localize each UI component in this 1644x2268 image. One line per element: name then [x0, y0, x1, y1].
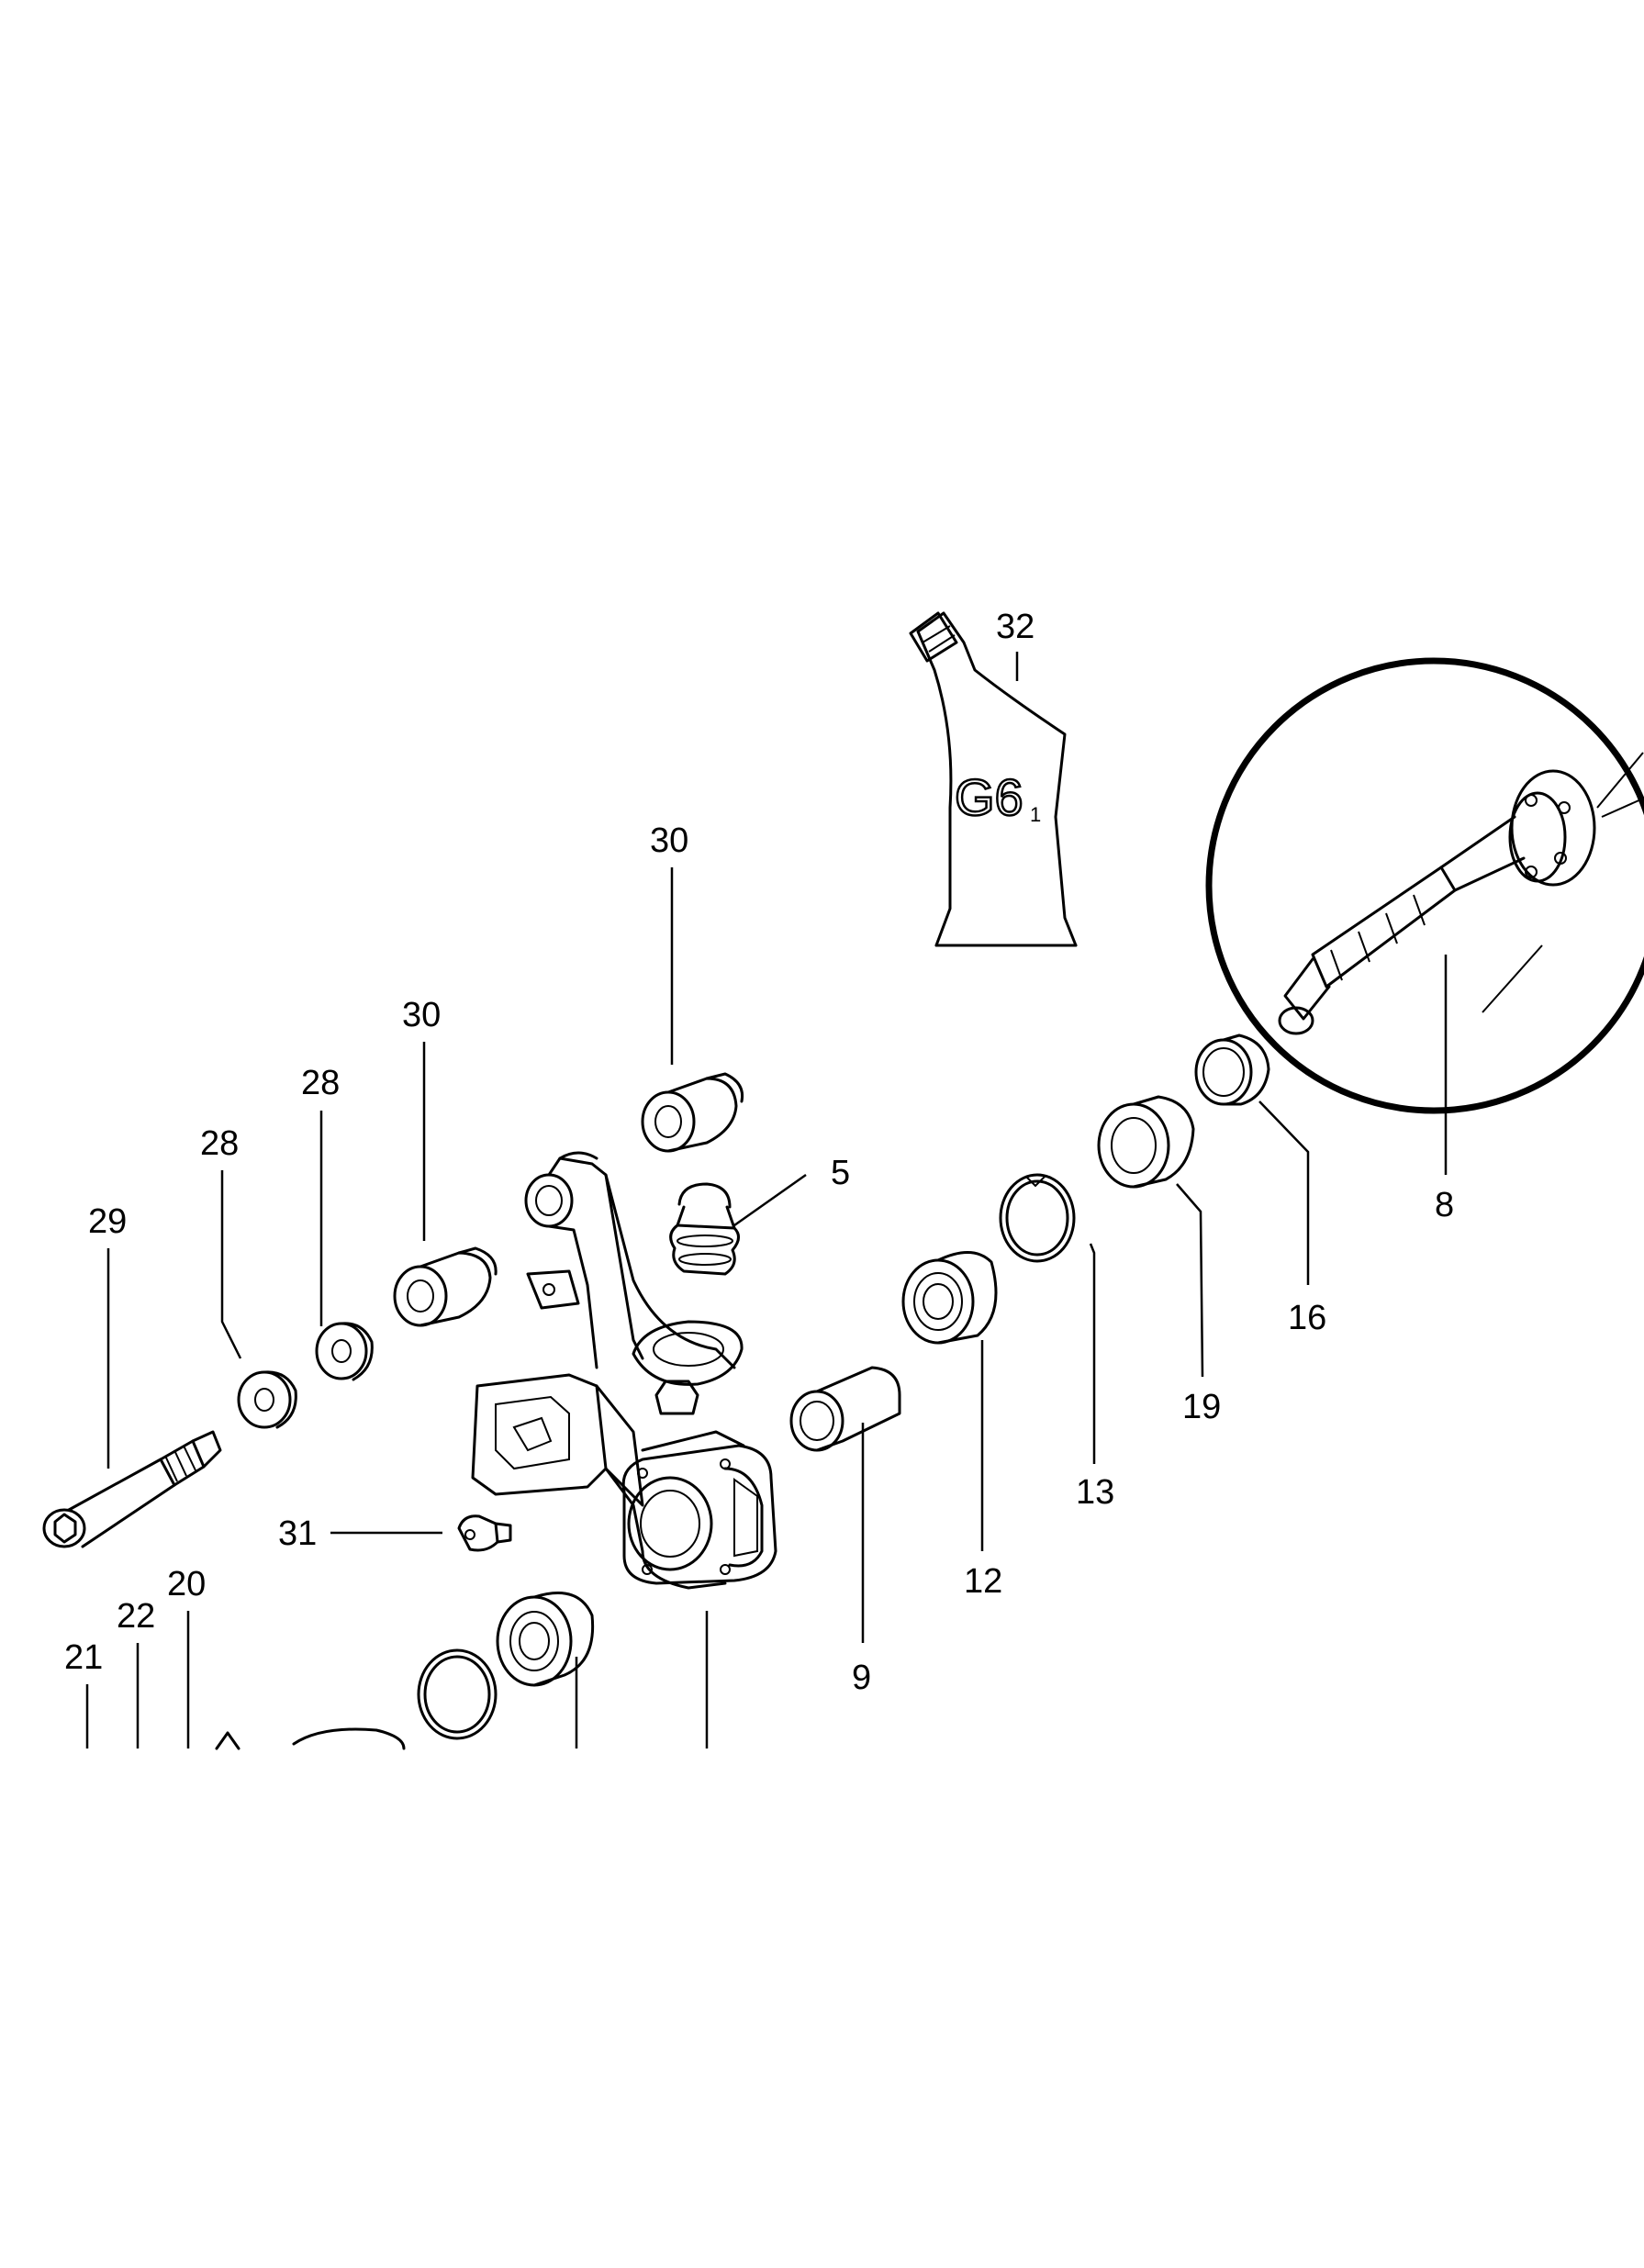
callout-21: 21: [64, 1638, 103, 1677]
callout-28-right: 28: [301, 1064, 340, 1102]
callout-19: 19: [1182, 1388, 1221, 1426]
bump-stop: [669, 1182, 740, 1276]
bearing-lower: [496, 1592, 595, 1687]
circlip-lower: [417, 1648, 498, 1740]
callout-13: 13: [1076, 1473, 1114, 1512]
trailing-arm: [471, 1151, 777, 1590]
callout-5: 5: [831, 1154, 850, 1192]
rubber-mount-left: [393, 1246, 498, 1327]
drive-shaft-detail: [1278, 752, 1644, 1035]
spacer-ring: [1194, 1033, 1270, 1106]
circlip: [999, 1173, 1076, 1263]
callout-30-left: 30: [402, 996, 441, 1034]
grease-tube: G6 1: [909, 611, 1078, 947]
bolt-29: [42, 1430, 222, 1548]
callout-8: 8: [1435, 1186, 1454, 1224]
tube-brand-text: G6: [955, 768, 1023, 826]
callout-30-upper: 30: [650, 821, 688, 860]
callout-28-left: 28: [200, 1124, 239, 1163]
callout-32: 32: [996, 608, 1034, 646]
callout-29: 29: [88, 1202, 127, 1241]
wheel-bearing: [901, 1251, 998, 1345]
grease-nipple: [457, 1514, 512, 1552]
leader-lines: [85, 652, 1448, 1748]
washer-28-right: [315, 1322, 374, 1381]
washer-28-left: [237, 1370, 297, 1429]
callout-12: 12: [964, 1562, 1002, 1601]
magnifier-circle: [1205, 657, 1644, 1114]
callout-22: 22: [117, 1597, 155, 1636]
callout-20: 20: [167, 1565, 206, 1603]
callout-9: 9: [852, 1659, 871, 1697]
rubber-mount-upper: [641, 1072, 744, 1153]
tube-brand-suffix: 1: [1030, 803, 1041, 826]
spacer-sleeve: [789, 1366, 901, 1452]
callout-31: 31: [278, 1514, 317, 1553]
callout-16: 16: [1288, 1299, 1326, 1337]
seal-ring: [1097, 1095, 1195, 1189]
lower-partial-parts: [215, 1727, 406, 1750]
